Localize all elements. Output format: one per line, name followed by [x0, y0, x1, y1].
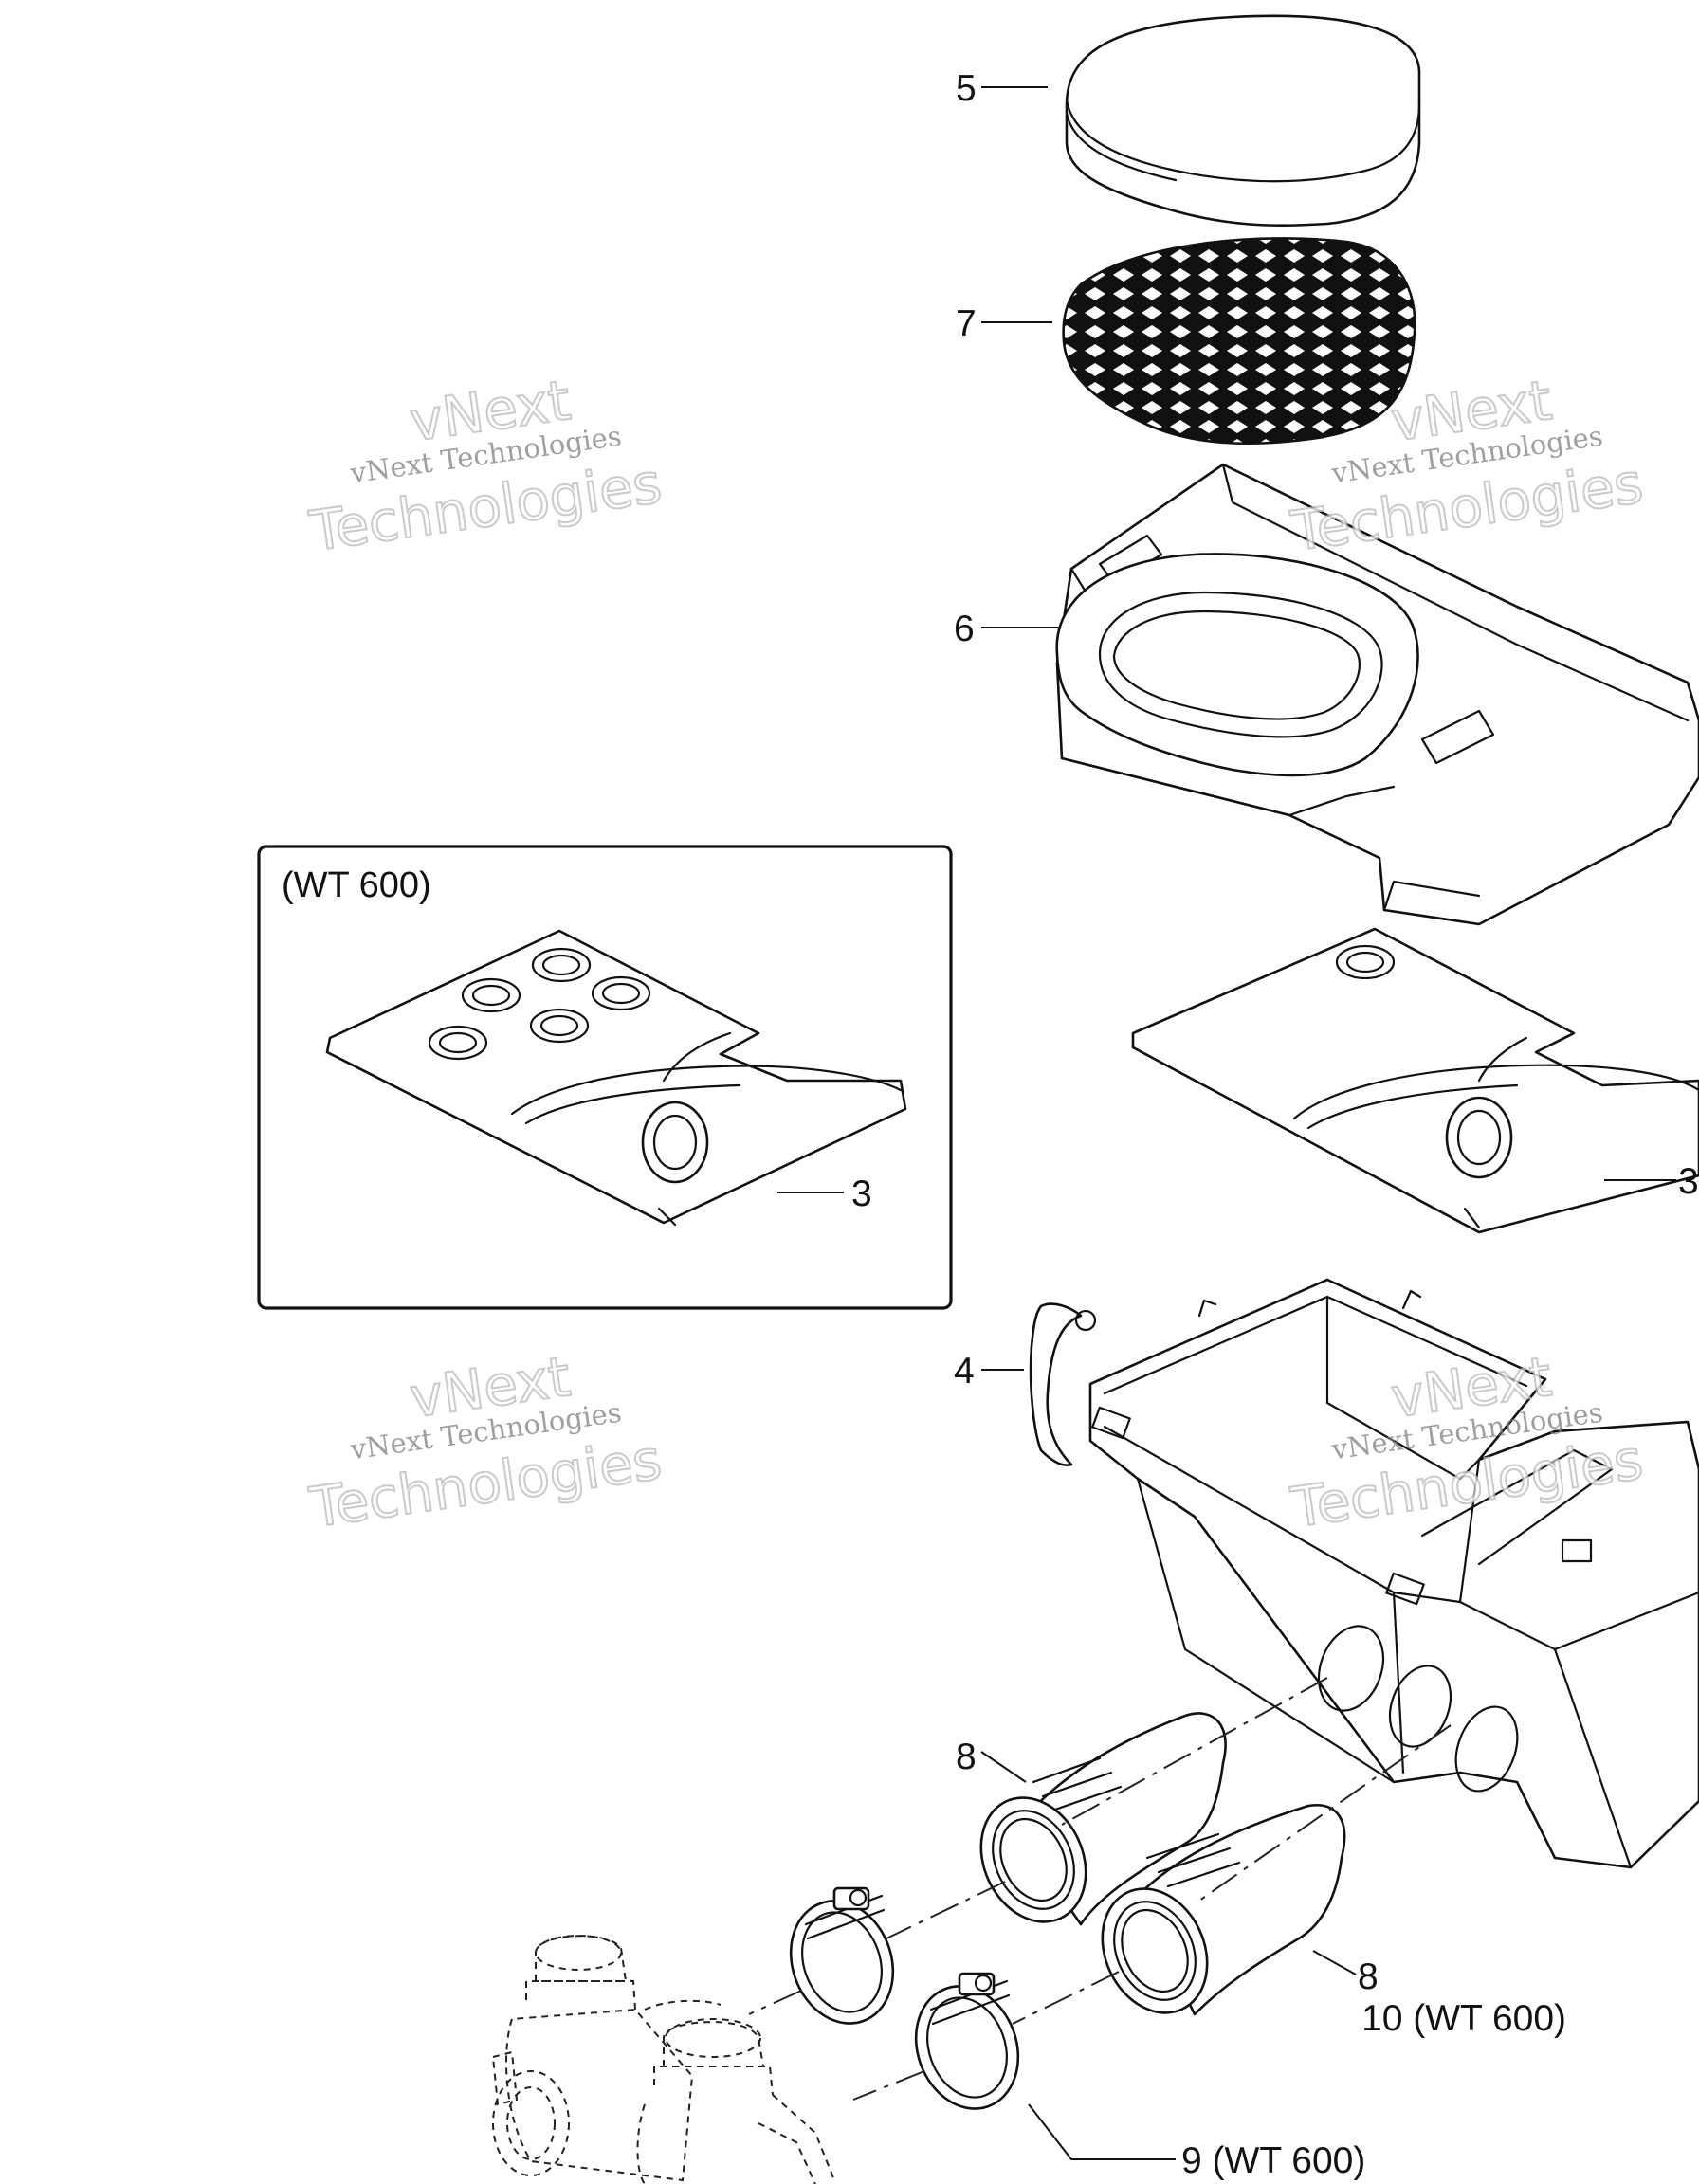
mesh-screen-part	[1062, 237, 1416, 446]
callout-8-lower: 8	[1358, 1956, 1379, 1997]
intake-sleeve-lower-part	[1101, 1803, 1346, 2016]
callout-5: 5	[956, 68, 977, 109]
callout-9: 9 (WT 600)	[1181, 2140, 1365, 2181]
wt600-base-plate-part	[325, 929, 907, 1227]
intake-sleeve-upper-part	[979, 1712, 1227, 1926]
leader-lines	[777, 86, 1676, 2160]
callouts: 5 7 6 3 3 4 8 8 10 (WT 600) 9 (WT 600)	[851, 68, 1699, 2181]
filter-base-plate-part	[1131, 927, 1699, 1234]
alignment-lines	[748, 1677, 1452, 2101]
callout-6: 6	[954, 609, 975, 649]
callout-7: 7	[956, 303, 977, 344]
wt600-inset: (WT 600)	[257, 845, 953, 1310]
inset-title: (WT 600)	[282, 865, 431, 905]
hose-clamp-lower-part	[914, 1972, 1020, 2110]
callout-8-upper: 8	[956, 1737, 977, 1777]
callout-10: 10 (WT 600)	[1361, 1998, 1566, 2039]
watermark-top-left: vNext vNext Technologies Technologies	[304, 367, 666, 565]
retaining-clip-part	[1029, 1302, 1097, 1466]
hose-clamp-upper-part	[789, 1886, 895, 2025]
callout-3: 3	[1678, 1161, 1699, 1202]
watermark-bottom-left: vNext vNext Technologies Technologies	[304, 1343, 666, 1541]
filter-pad-part	[1065, 14, 1421, 228]
carburetor-phantom	[491, 1935, 835, 2184]
airbox-cover-part	[1055, 463, 1699, 926]
callout-4: 4	[954, 1351, 975, 1392]
callout-3-inset: 3	[851, 1174, 872, 1214]
airbox-body-part	[1088, 1278, 1699, 1869]
